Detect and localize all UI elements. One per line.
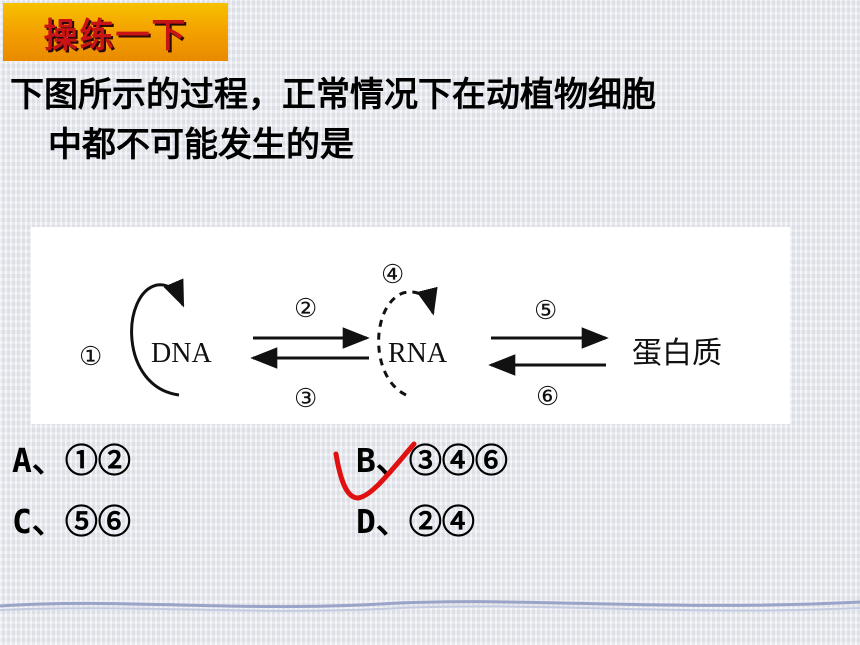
label-dna: DNA xyxy=(151,338,212,369)
label-process-4: ④ xyxy=(381,260,404,290)
option-c-letter: C、 xyxy=(12,502,65,541)
question-line-2: 中都不可能发生的是 xyxy=(48,125,354,165)
label-protein: 蛋白质 xyxy=(632,336,722,371)
footer-divider xyxy=(0,600,860,612)
slide-title: 操练一下 xyxy=(43,15,188,56)
dna-replication-loop xyxy=(130,278,185,397)
label-process-5: ⑤ xyxy=(534,296,557,326)
option-d[interactable]: D、②④ xyxy=(356,502,475,542)
label-process-3: ③ xyxy=(294,384,317,414)
label-process-2: ② xyxy=(294,294,317,324)
option-c[interactable]: C、⑤⑥ xyxy=(12,502,131,542)
option-d-text: ②④ xyxy=(408,502,475,541)
label-process-1: ① xyxy=(79,342,102,372)
label-process-6: ⑥ xyxy=(536,382,559,412)
central-dogma-diagram: ① DNA ② ③ ④ RNA ⑤ ⑥ 蛋白质 xyxy=(31,227,790,424)
option-a-text: ①② xyxy=(64,441,131,480)
option-a-letter: A、 xyxy=(12,441,65,480)
question-line-1: 下图所示的过程，正常情况下在动植物细胞 xyxy=(10,75,656,115)
option-b-text: ③④⑥ xyxy=(408,441,508,480)
option-d-letter: D、 xyxy=(356,502,409,541)
check-mark-icon xyxy=(333,441,417,501)
question-text: 下图所示的过程，正常情况下在动植物细胞 中都不可能发生的是 xyxy=(10,70,855,170)
diagram-svg: ① DNA ② ③ ④ RNA ⑤ ⑥ 蛋白质 xyxy=(79,260,722,414)
rna-replication-loop xyxy=(377,286,438,397)
label-rna: RNA xyxy=(388,338,448,369)
option-c-text: ⑤⑥ xyxy=(64,502,131,541)
option-a[interactable]: A、①② xyxy=(12,441,131,481)
title-banner: 操练一下 xyxy=(3,3,228,61)
